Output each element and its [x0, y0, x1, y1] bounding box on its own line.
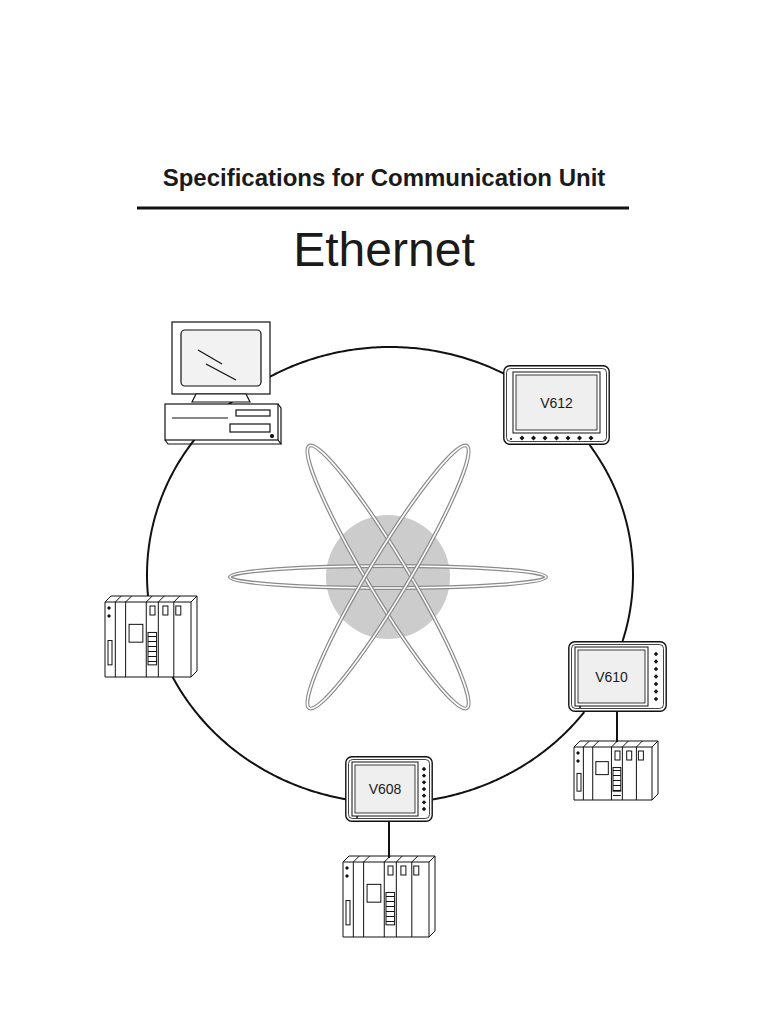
label-area: Ethernet — [0, 222, 768, 278]
drop-cable — [616, 712, 618, 742]
panel-screen: V608 — [355, 765, 415, 813]
personal-computer — [165, 322, 281, 444]
title-area: Specifications for Communication Unit — [0, 164, 768, 192]
plc-unit — [343, 856, 435, 937]
touch-panel: V612 — [503, 365, 610, 445]
touch-panel: V610 — [568, 641, 667, 712]
model-name: V608 — [369, 781, 402, 797]
title-rule — [137, 207, 629, 210]
touch-panel: V608 — [345, 756, 433, 822]
network-ring — [147, 347, 554, 803]
panel-screen: V612 — [516, 375, 597, 430]
model-name: V610 — [595, 669, 628, 685]
plc-unit — [105, 596, 197, 677]
ethernet-symbol — [230, 436, 546, 719]
plc-unit — [574, 741, 658, 800]
network-cable — [433, 712, 584, 799]
title-text: Specifications for Communication Unit — [0, 164, 768, 192]
heading-label: Ethernet — [0, 222, 768, 278]
panel-screen: V610 — [578, 650, 645, 703]
network-cable — [590, 445, 633, 641]
drop-cable — [388, 822, 390, 858]
model-name: V612 — [540, 395, 573, 411]
